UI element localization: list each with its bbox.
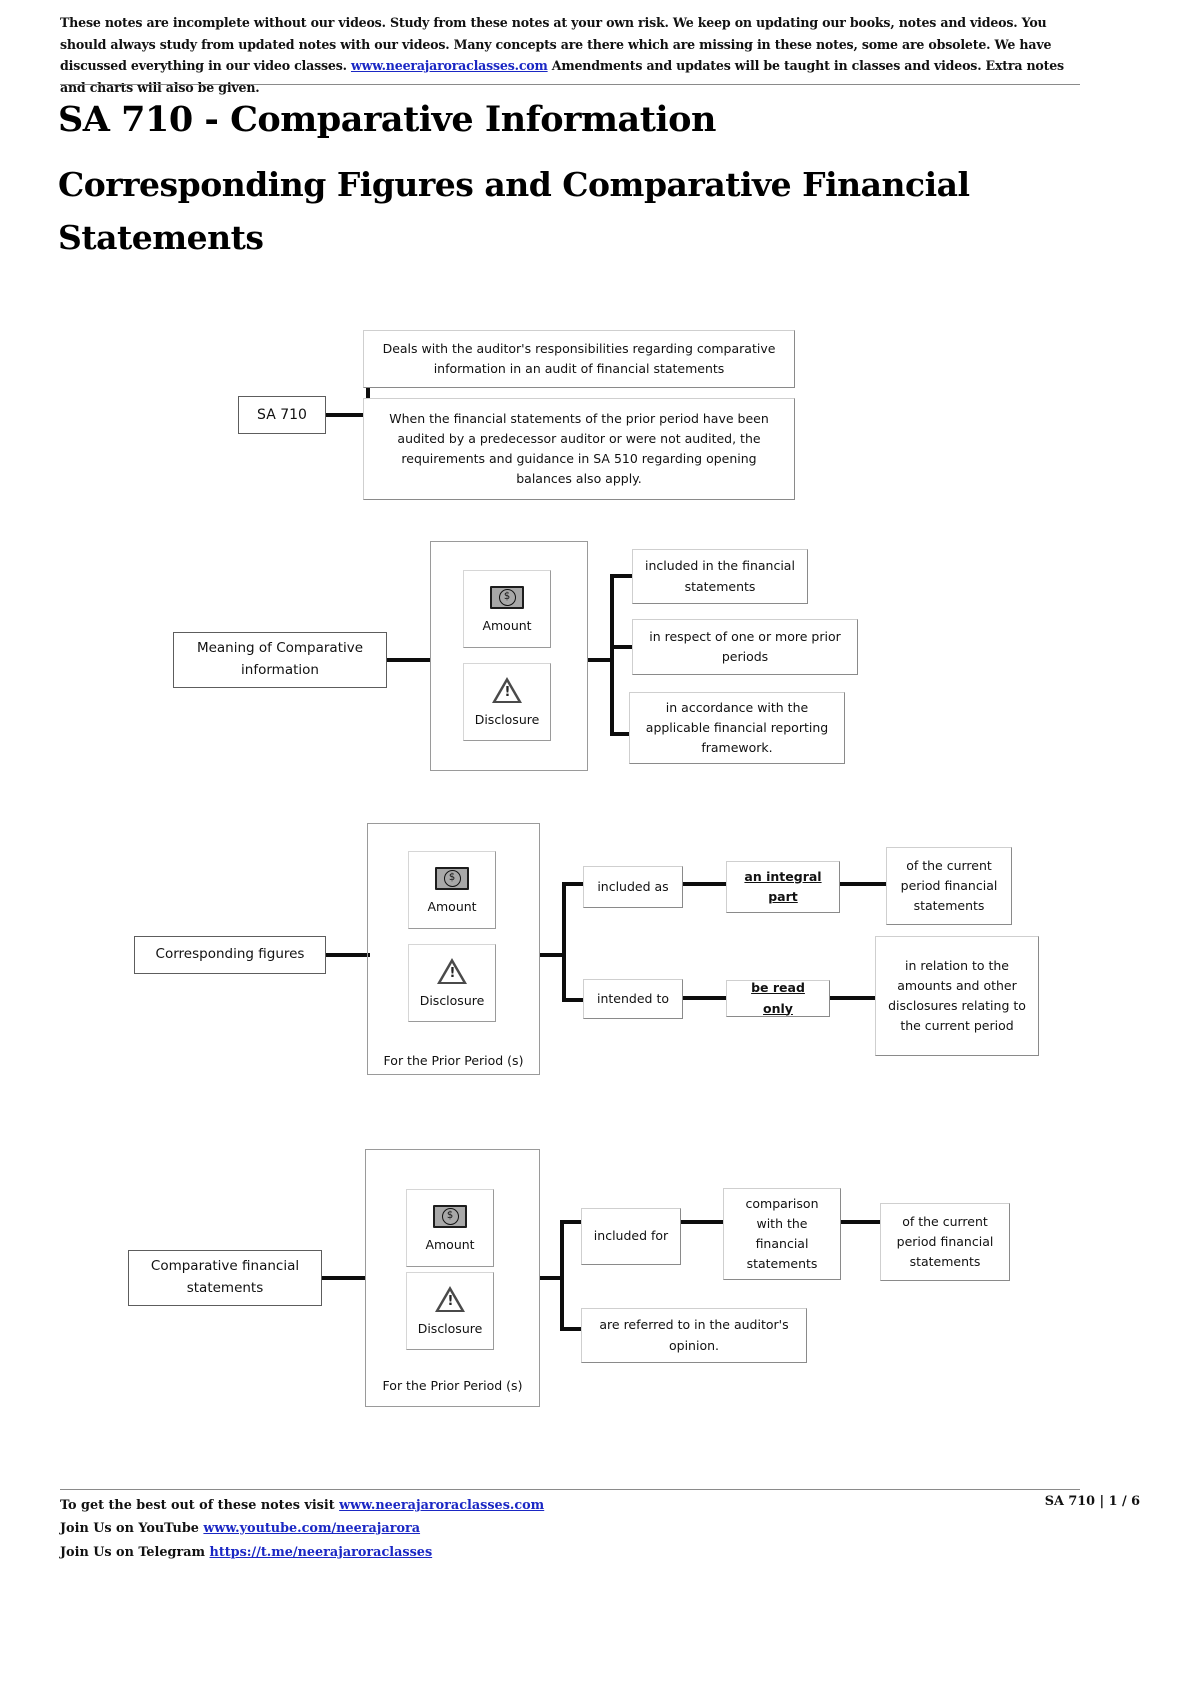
node-amount[interactable]: $ Amount: [406, 1189, 494, 1267]
footer-line-1-text: To get the best out of these notes visit: [60, 1498, 340, 1513]
connector: [560, 1220, 582, 1224]
money-icon: $: [435, 866, 469, 890]
notice-link[interactable]: www.neerajaroraclasses.com: [350, 58, 548, 74]
connector: [610, 732, 634, 736]
disclosure-label: Disclosure: [417, 1321, 483, 1336]
node-amount[interactable]: $ Amount: [463, 570, 551, 648]
footer-website-link[interactable]: www.neerajaroraclasses.com: [339, 1498, 545, 1513]
node-meaning-branch-1[interactable]: included in the financial statements: [632, 549, 808, 604]
node-disclosure[interactable]: ! Disclosure: [408, 944, 496, 1022]
node-cfs-row1-b[interactable]: comparison with the financial statements: [723, 1188, 841, 1280]
connector: [683, 882, 726, 886]
connector: [326, 953, 370, 957]
money-icon: $: [433, 1204, 467, 1228]
notice-text-after: Amendments and updates will be taught in…: [60, 58, 1064, 95]
node-sa710-prior-period[interactable]: When the financial statements of the pri…: [363, 398, 795, 500]
connector: [610, 574, 634, 578]
connector: [387, 658, 431, 662]
node-cf-row2-a[interactable]: intended to: [583, 979, 683, 1019]
group-amount-disclosure: [367, 823, 540, 1075]
connector: [560, 1327, 582, 1331]
node-cfs-row1-c[interactable]: of the current period financial statemen…: [880, 1203, 1010, 1281]
node-cf-row1-b[interactable]: an integral part: [726, 861, 840, 913]
group-caption: For the Prior Period (s): [382, 1378, 523, 1393]
node-cfs-row2-a[interactable]: are referred to in the auditor's opinion…: [581, 1308, 807, 1363]
connector: [560, 1222, 564, 1330]
amount-label: Amount: [425, 1236, 475, 1252]
group-caption: For the Prior Period (s): [383, 1053, 524, 1068]
connector: [326, 413, 370, 417]
node-cfs-row1-a[interactable]: included for: [581, 1208, 681, 1265]
footer-line-3: Join Us on Telegram https://t.me/neeraja…: [60, 1541, 820, 1564]
connector: [610, 576, 614, 736]
page-title: SA 710 - Comparative Information: [58, 99, 716, 140]
group-amount-disclosure: [365, 1149, 540, 1407]
warning-icon: !: [492, 677, 522, 703]
node-disclosure[interactable]: ! Disclosure: [406, 1272, 494, 1350]
node-disclosure[interactable]: ! Disclosure: [463, 663, 551, 741]
footer-youtube-link[interactable]: www.youtube.com/neerajarora: [203, 1521, 421, 1537]
connector: [322, 1276, 366, 1280]
connector: [830, 996, 878, 1000]
connector: [540, 953, 566, 957]
node-corresponding-figures-root[interactable]: Corresponding figures: [134, 936, 326, 974]
disclaimer-notice: These notes are incomplete without our v…: [60, 12, 1080, 99]
connector: [840, 882, 890, 886]
footer-divider: [60, 1489, 1080, 1490]
amount-label: Amount: [427, 898, 477, 914]
footer-line-2-text: Join Us on YouTube: [60, 1521, 204, 1537]
connector: [683, 996, 726, 1000]
node-cf-row2-b[interactable]: be read only: [726, 980, 830, 1017]
disclosure-label: Disclosure: [419, 993, 485, 1008]
disclosure-label: Disclosure: [474, 712, 540, 727]
connector: [562, 998, 584, 1002]
connector: [540, 1276, 564, 1280]
footer: To get the best out of these notes visit…: [60, 1494, 820, 1564]
connector: [588, 658, 614, 662]
warning-icon: !: [435, 1286, 465, 1312]
money-icon: $: [490, 585, 524, 609]
node-cf-row1-c[interactable]: of the current period financial statemen…: [886, 847, 1012, 925]
connector: [841, 1220, 883, 1224]
notice-text: These notes are incomplete without our v…: [60, 15, 1052, 74]
header-divider: [60, 84, 1080, 85]
warning-icon: !: [437, 958, 467, 984]
node-cf-row1-a[interactable]: included as: [583, 866, 683, 908]
connector: [562, 882, 584, 886]
node-cf-row2-c[interactable]: in relation to the amounts and other dis…: [875, 936, 1039, 1056]
footer-line-2: Join Us on YouTube www.youtube.com/neera…: [60, 1517, 820, 1540]
connector: [562, 884, 566, 1001]
footer-line-3-text: Join Us on Telegram: [60, 1544, 210, 1560]
node-sa710-root[interactable]: SA 710: [238, 396, 326, 434]
node-meaning-root[interactable]: Meaning of Comparative information: [173, 632, 387, 688]
footer-line-1: To get the best out of these notes visit…: [60, 1494, 820, 1517]
node-meaning-branch-2[interactable]: in respect of one or more prior periods: [632, 619, 858, 675]
group-amount-disclosure: [430, 541, 588, 771]
footer-telegram-link[interactable]: https://t.me/neerajaroraclasses: [209, 1544, 433, 1560]
node-sa710-scope[interactable]: Deals with the auditor's responsibilitie…: [363, 330, 795, 388]
amount-label: Amount: [482, 617, 532, 633]
page-number: SA 710 | 1 / 6: [1044, 1494, 1140, 1509]
connector: [610, 645, 634, 649]
connector: [681, 1220, 723, 1224]
node-amount[interactable]: $ Amount: [408, 851, 496, 929]
page-subtitle: Corresponding Figures and Comparative Fi…: [58, 165, 970, 258]
node-meaning-branch-3[interactable]: in accordance with the applicable financ…: [629, 692, 845, 764]
node-cfs-root[interactable]: Comparative financial statements: [128, 1250, 322, 1306]
